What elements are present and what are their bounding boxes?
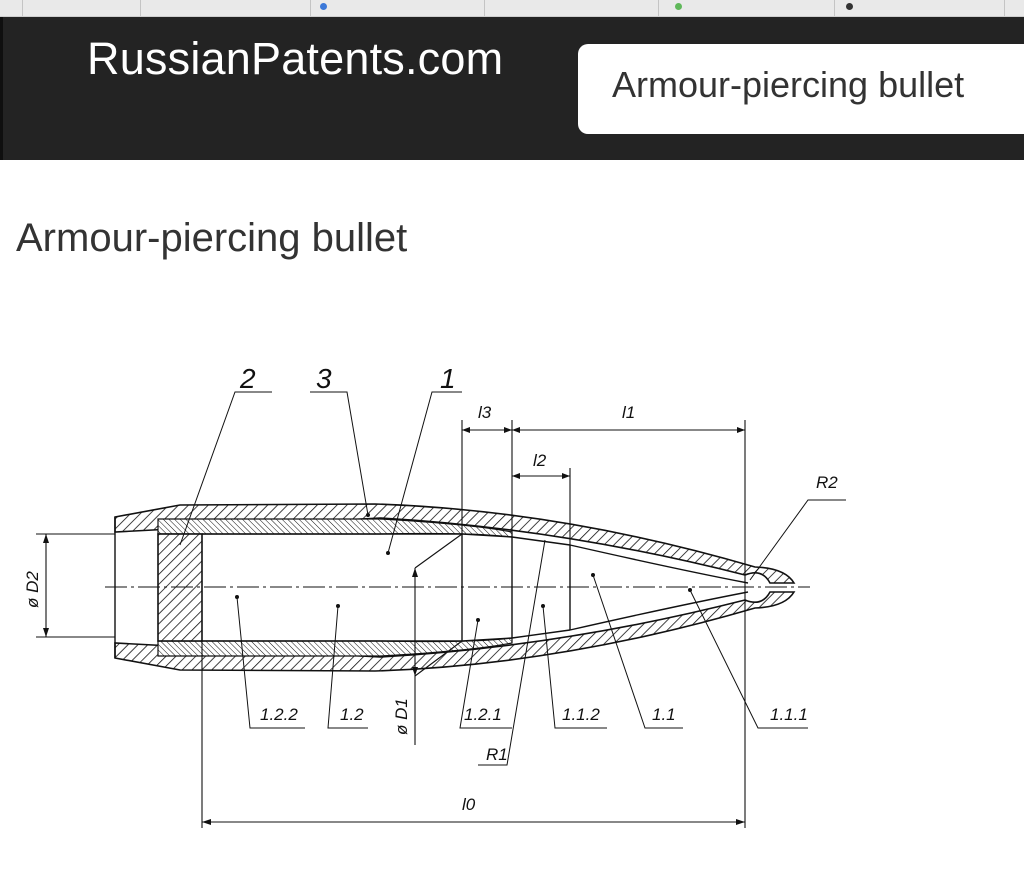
dimension-l2: l2 — [533, 451, 547, 470]
dimension-lines — [36, 420, 746, 828]
dimension-l0: l0 — [462, 795, 476, 814]
dimension-l1: l1 — [622, 403, 635, 422]
tab-separator — [658, 0, 659, 16]
tab-favicon-icon[interactable] — [846, 3, 853, 10]
tab-favicon-icon[interactable] — [675, 3, 682, 10]
patent-drawing: 2 3 1 l3 l1 l2 R2 ø D2 ø D1 1.2.2 1.2 1.… — [23, 363, 846, 828]
part-1-2-1: 1.2.1 — [464, 705, 502, 724]
tab-separator — [1004, 0, 1005, 16]
tab-separator — [310, 0, 311, 16]
leader-dots — [235, 513, 692, 622]
callout-3: 3 — [316, 363, 332, 394]
tab-separator — [140, 0, 141, 16]
bullet-jacket — [114, 503, 796, 672]
callout-1: 1 — [440, 363, 456, 394]
callout-2: 2 — [239, 363, 256, 394]
site-header: RussianPatents.com — [0, 17, 1024, 160]
part-1-2-2: 1.2.2 — [260, 705, 298, 724]
part-1-1-2: 1.1.2 — [562, 705, 600, 724]
diameter-d1: ø D1 — [392, 698, 411, 735]
search-input[interactable] — [578, 44, 1024, 134]
tab-separator — [22, 0, 23, 16]
browser-tab-strip — [0, 0, 1024, 17]
tab-separator — [484, 0, 485, 16]
part-1-1-1: 1.1.1 — [770, 705, 808, 724]
tab-separator — [834, 0, 835, 16]
site-logo-link[interactable]: RussianPatents.com — [87, 33, 504, 84]
part-1-1: 1.1 — [652, 705, 676, 724]
dimension-arrows — [43, 427, 745, 825]
diameter-d2: ø D2 — [23, 571, 42, 608]
page-title: Armour-piercing bullet — [16, 216, 408, 260]
radius-r2: R2 — [816, 473, 838, 492]
tab-favicon-icon[interactable] — [320, 3, 327, 10]
dimension-l3: l3 — [478, 403, 492, 422]
radius-r1: R1 — [486, 745, 508, 764]
part-1-2: 1.2 — [340, 705, 364, 724]
leader-lines — [179, 391, 846, 766]
